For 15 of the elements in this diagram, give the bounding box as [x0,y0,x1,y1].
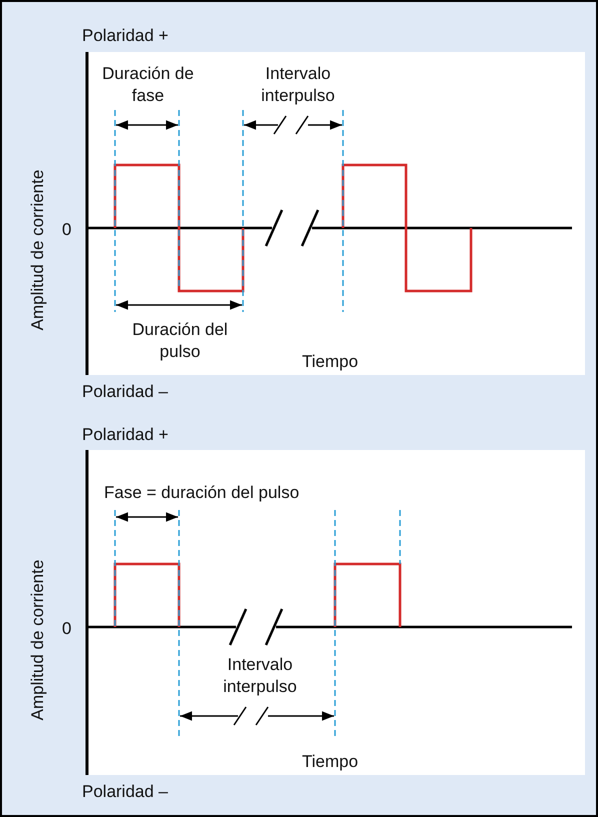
axis-label: Polaridad + [82,25,170,47]
axis-title: Amplitud de corriente [27,168,48,332]
axis-label: Polaridad – [82,381,170,403]
tick-label: 0 [62,219,72,241]
dimension-label: Duración de fase [101,63,195,107]
dimension-label: Intervalo interpulso [260,63,336,107]
dimension-label: Duración del pulso [131,319,229,363]
axis-title: Tiempo [300,751,360,773]
tick-label: 0 [62,618,72,640]
dimension-label: Fase = duración del pulso [104,482,300,504]
axis-label: Polaridad – [82,781,170,803]
axis-title: Tiempo [300,351,360,373]
axis-label: Polaridad + [82,424,170,446]
axis-title: Amplitud de corriente [27,558,48,722]
dimension-label: Intervalo interpulso [222,654,298,698]
